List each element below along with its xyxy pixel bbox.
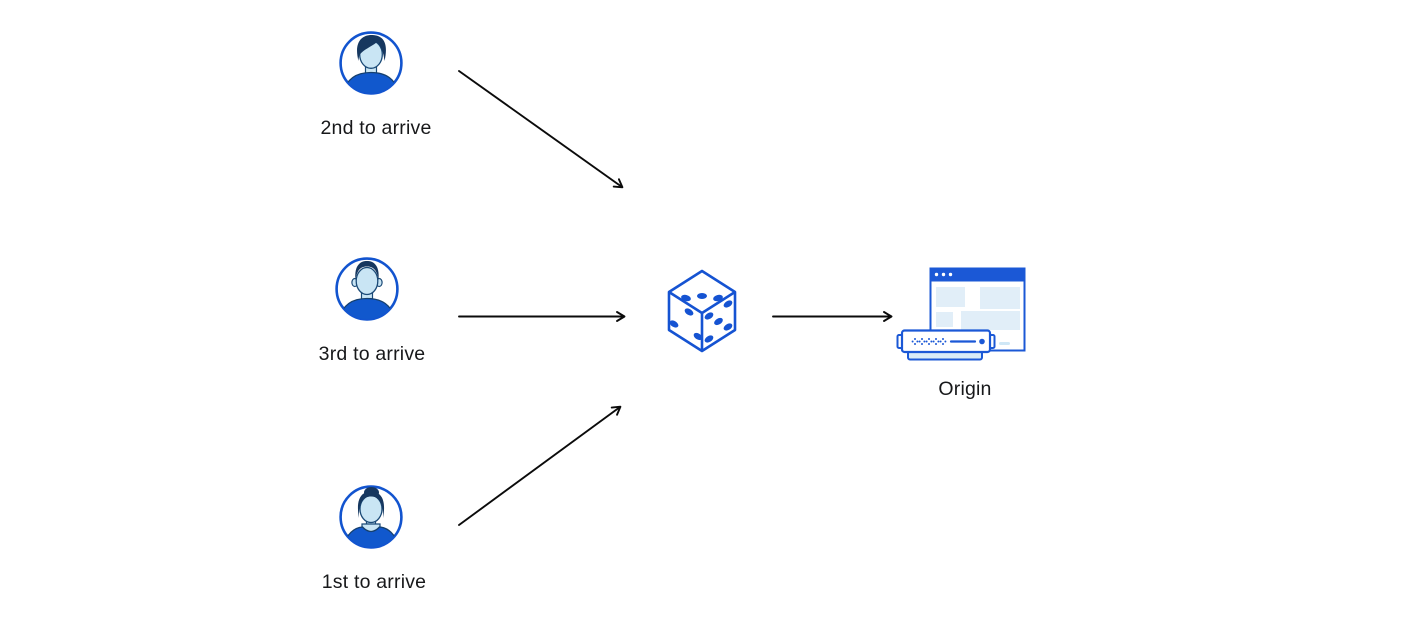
- dice-icon: [667, 269, 737, 353]
- origin-server-browser-icon: [896, 267, 1026, 361]
- node-visitor-2nd: 2nd to arrive: [321, 30, 431, 139]
- visitor-1st-label: 1st to arrive: [321, 571, 427, 593]
- origin-label: Origin: [938, 378, 992, 400]
- node-visitor-1st: 1st to arrive: [322, 484, 426, 593]
- male-avatar-swept-hair-icon: [339, 31, 403, 95]
- node-randomizer: [665, 269, 739, 358]
- arrow-visitor-1st-to-dice: [458, 405, 622, 526]
- female-avatar-bun-icon: [339, 485, 403, 549]
- visitor-2nd-label: 2nd to arrive: [320, 117, 432, 139]
- visitor-3rd-label: 3rd to arrive: [318, 343, 426, 365]
- node-origin: Origin: [895, 262, 1030, 400]
- male-avatar-short-hair-icon: [335, 257, 399, 321]
- arrow-visitor-2nd-to-dice: [458, 70, 624, 189]
- node-visitor-3rd: 3rd to arrive: [319, 256, 425, 365]
